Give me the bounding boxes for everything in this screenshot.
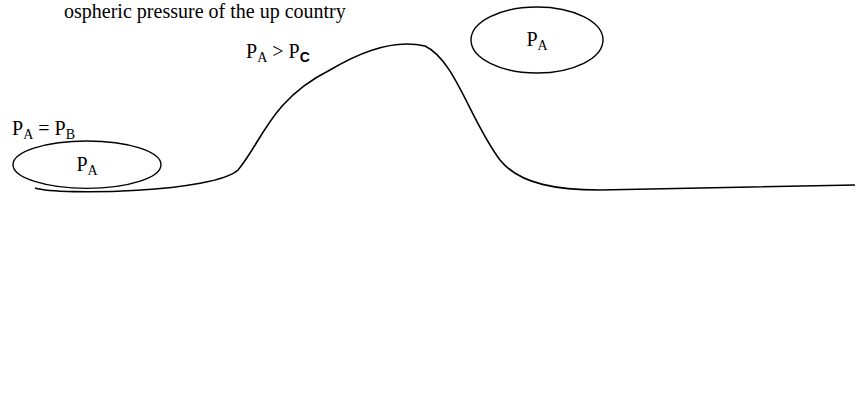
ellipse-shape [471,7,603,73]
ellipse-label: PA [526,28,547,53]
air-mass-ellipse: PA [470,6,604,74]
heading-text: ospheric pressure of the up country [64,0,346,22]
ellipse-label: PA [76,153,97,178]
air-mass-ellipse: PA [12,140,162,189]
pressure-relation: PA = PB [12,117,75,142]
pressure-relation: PA > PC [246,40,310,65]
ellipse-shape [13,141,161,188]
